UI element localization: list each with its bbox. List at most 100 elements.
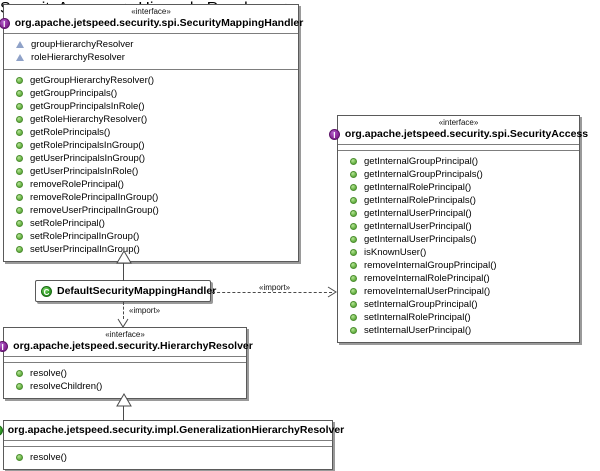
interface-icon: I: [0, 341, 9, 352]
method-icon: [16, 168, 23, 175]
method-row[interactable]: resolve(): [4, 367, 246, 380]
class-box-security-mapping-handler[interactable]: «interface» I org.apache.jetspeed.securi…: [0, 4, 303, 262]
method-row[interactable]: setInternalGroupPrincipal(): [338, 298, 579, 311]
method-row[interactable]: getRolePrincipals(): [4, 126, 298, 139]
method-icon: [16, 454, 23, 461]
method-icon: [350, 288, 357, 295]
class-box-generalization-hierarchy-resolver[interactable]: C org.apache.jetspeed.security.impl.Gene…: [0, 420, 344, 470]
method-label: getRolePrincipals(): [30, 127, 111, 138]
attributes-compartment: [4, 441, 332, 447]
method-row[interactable]: getInternalGroupPrincipals(): [338, 168, 579, 181]
realization-arrowhead-hierarchy-resolver: [116, 393, 132, 407]
method-icon: [16, 116, 23, 123]
attribute-row[interactable]: groupHierarchyResolver: [4, 38, 298, 51]
class-header: «interface» I org.apache.jetspeed.securi…: [0, 328, 253, 357]
attributes-compartment: [338, 145, 579, 151]
method-label: getInternalUserPrincipals(): [364, 234, 477, 245]
method-row[interactable]: getGroupHierarchyResolver(): [4, 74, 298, 87]
method-row[interactable]: setUserPrincipalInGroup(): [4, 243, 298, 256]
method-icon: [16, 370, 23, 377]
method-row[interactable]: getInternalGroupPrincipal(): [338, 155, 579, 168]
method-label: getInternalRolePrincipals(): [364, 195, 476, 206]
method-label: setRolePrincipalInGroup(): [30, 231, 140, 242]
realization-arrowhead-mapping-handler: [116, 250, 132, 264]
method-row[interactable]: removeInternalRolePrincipal(): [338, 272, 579, 285]
method-row[interactable]: getInternalUserPrincipal(): [338, 207, 579, 220]
method-row[interactable]: getRolePrincipalsInGroup(): [4, 139, 298, 152]
interface-icon: I: [328, 129, 340, 140]
method-label: resolveChildren(): [30, 381, 103, 392]
method-row[interactable]: isKnownUser(): [338, 246, 579, 259]
method-label: setInternalGroupPrincipal(): [364, 299, 478, 310]
import-arrowhead-hierarchy-resolver: [117, 318, 129, 328]
method-icon: [350, 223, 357, 230]
method-icon: [350, 327, 357, 334]
class-header: «interface» I org.apache.jetspeed.securi…: [0, 5, 303, 34]
method-row[interactable]: getInternalRolePrincipal(): [338, 181, 579, 194]
method-label: resolve(): [30, 452, 67, 463]
method-row[interactable]: getInternalRolePrincipals(): [338, 194, 579, 207]
method-row[interactable]: setInternalUserPrincipal(): [338, 324, 579, 337]
attribute-row[interactable]: roleHierarchyResolver: [4, 51, 298, 64]
method-row[interactable]: getGroupPrincipalsInRole(): [4, 100, 298, 113]
method-label: removeRolePrincipal(): [30, 179, 124, 190]
method-label: getInternalGroupPrincipal(): [364, 156, 479, 167]
class-box-security-access[interactable]: «interface» I org.apache.jetspeed.securi…: [328, 115, 588, 343]
method-icon: [16, 142, 23, 149]
attributes-compartment: groupHierarchyResolver roleHierarchyReso…: [4, 34, 298, 70]
method-icon: [350, 158, 357, 165]
class-box-default-security-mapping-handler[interactable]: C DefaultSecurityMappingHandler: [35, 280, 216, 302]
method-icon: [16, 90, 23, 97]
method-label: getInternalRolePrincipal(): [364, 182, 472, 193]
import-label-security-access: «import»: [258, 283, 292, 292]
methods-compartment: resolve(): [4, 447, 332, 469]
class-icon: C: [41, 285, 52, 297]
method-label: getInternalGroupPrincipals(): [364, 169, 483, 180]
method-label: getRoleHierarchyResolver(): [30, 114, 148, 125]
class-box-hierarchy-resolver[interactable]: «interface» I org.apache.jetspeed.securi…: [0, 327, 253, 399]
method-row[interactable]: setRolePrincipal(): [4, 217, 298, 230]
method-row[interactable]: setInternalRolePrincipal(): [338, 311, 579, 324]
method-label: removeInternalUserPrincipal(): [364, 286, 491, 297]
method-icon: [16, 155, 23, 162]
method-row[interactable]: getInternalUserPrincipals(): [338, 233, 579, 246]
method-label: getGroupPrincipals(): [30, 88, 118, 99]
class-header: C org.apache.jetspeed.security.impl.Gene…: [0, 421, 344, 441]
import-line-security-access: [212, 292, 332, 293]
method-label: setInternalRolePrincipal(): [364, 312, 471, 323]
method-row[interactable]: removeUserPrincipalInGroup(): [4, 204, 298, 217]
method-label: getGroupHierarchyResolver(): [30, 75, 155, 86]
method-label: getInternalUserPrincipal(): [364, 208, 472, 219]
method-row[interactable]: getRoleHierarchyResolver(): [4, 113, 298, 126]
method-icon: [16, 129, 23, 136]
stereotype-label: «interface»: [105, 330, 145, 339]
method-row[interactable]: resolveChildren(): [4, 380, 246, 393]
method-icon: [16, 77, 23, 84]
method-icon: [350, 275, 357, 282]
method-icon: [350, 171, 357, 178]
method-icon: [350, 236, 357, 243]
method-icon: [350, 184, 357, 191]
method-row[interactable]: resolve(): [4, 451, 332, 464]
method-row[interactable]: removeInternalGroupPrincipal(): [338, 259, 579, 272]
method-label: removeUserPrincipalInGroup(): [30, 205, 159, 216]
methods-compartment: resolve() resolveChildren(): [4, 363, 246, 398]
import-arrowhead-security-access: [327, 286, 337, 298]
method-row[interactable]: getUserPrincipalsInGroup(): [4, 152, 298, 165]
method-label: setInternalUserPrincipal(): [364, 325, 472, 336]
attribute-icon: [16, 41, 24, 48]
attribute-label: roleHierarchyResolver: [31, 52, 125, 63]
class-name: org.apache.jetspeed.security.spi.Securit…: [14, 17, 304, 29]
method-row[interactable]: getGroupPrincipals(): [4, 87, 298, 100]
method-row[interactable]: getInternalUserPrincipal(): [338, 220, 579, 233]
method-row[interactable]: getUserPrincipalsInRole(): [4, 165, 298, 178]
method-label: getInternalUserPrincipal(): [364, 221, 472, 232]
method-icon: [16, 194, 23, 201]
methods-compartment: getGroupHierarchyResolver() getGroupPrin…: [4, 70, 298, 261]
method-row[interactable]: removeRolePrincipalInGroup(): [4, 191, 298, 204]
method-label: removeInternalGroupPrincipal(): [364, 260, 497, 271]
method-row[interactable]: setRolePrincipalInGroup(): [4, 230, 298, 243]
method-icon: [350, 249, 357, 256]
method-row[interactable]: removeInternalUserPrincipal(): [338, 285, 579, 298]
method-row[interactable]: removeRolePrincipal(): [4, 178, 298, 191]
